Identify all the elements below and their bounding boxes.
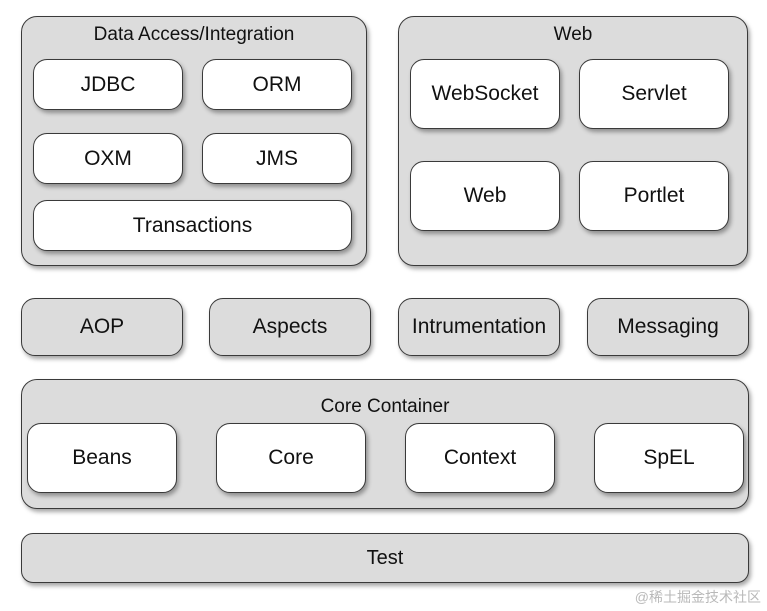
core-box: Core <box>216 423 366 493</box>
jms-box: JMS <box>202 133 352 184</box>
beans-box: Beans <box>27 423 177 493</box>
servlet-box: Servlet <box>579 59 729 129</box>
watermark: @稀土掘金技术社区 <box>634 589 761 605</box>
test-box: Test <box>21 533 749 583</box>
data-access-group: Data Access/Integration JDBC ORM OXM JMS… <box>21 16 367 266</box>
web-box: Web <box>410 161 560 231</box>
transactions-box: Transactions <box>33 200 352 251</box>
jdbc-box: JDBC <box>33 59 183 110</box>
core-container-group: Core Container Beans Core Context SpEL <box>21 379 749 509</box>
context-box: Context <box>405 423 555 493</box>
spel-box: SpEL <box>594 423 744 493</box>
orm-box: ORM <box>202 59 352 110</box>
data-access-title: Data Access/Integration <box>93 24 295 45</box>
core-container-title: Core Container <box>320 396 450 417</box>
messaging-box: Messaging <box>587 298 749 356</box>
aop-box: AOP <box>21 298 183 356</box>
aspects-box: Aspects <box>209 298 371 356</box>
web-group: Web WebSocket Servlet Web Portlet <box>398 16 748 266</box>
oxm-box: OXM <box>33 133 183 184</box>
web-title: Web <box>553 24 593 45</box>
instrumentation-box: Intrumentation <box>398 298 560 356</box>
websocket-box: WebSocket <box>410 59 560 129</box>
portlet-box: Portlet <box>579 161 729 231</box>
